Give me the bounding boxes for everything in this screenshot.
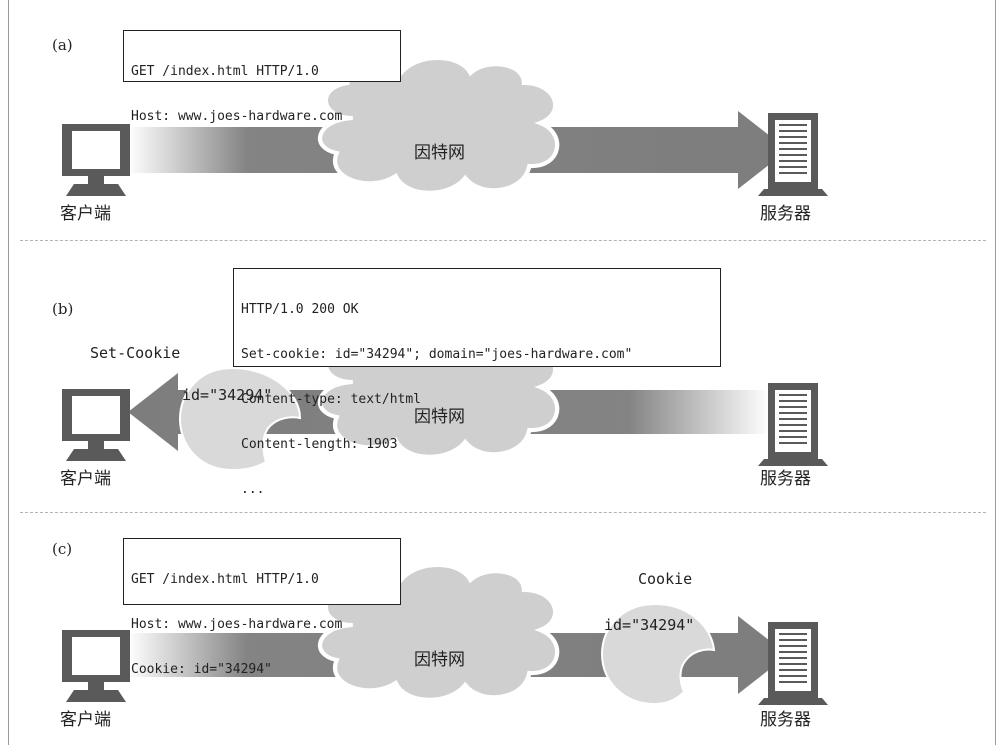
set-cookie-title: Set-Cookie [90,344,181,362]
server-icon [758,383,828,466]
network-label: 因特网 [414,143,465,163]
figure-frame [8,0,996,745]
client-label: 客户端 [60,469,111,489]
http-line: GET /index.html HTTP/1.0 [131,64,319,79]
client-label: 客户端 [60,710,111,730]
cookie-shape [178,366,302,472]
panel-b-graphics [62,0,828,472]
client-label: 客户端 [60,204,111,224]
cookie-title: Cookie [638,570,693,588]
cookie-value: id="34294" [604,616,695,634]
server-label: 服务器 [760,710,811,730]
http-response-box: HTTP/1.0 200 OK Set-cookie: id="34294"; … [233,268,721,497]
http-line: HTTP/1.0 200 OK [241,302,359,317]
client-computer-icon [62,389,130,461]
panel-label: (b) [52,300,74,318]
panel-label: (c) [52,540,73,558]
panel-label: (a) [52,36,73,54]
http-line: Host: www.joes-hardware.com [131,617,343,632]
http-request-box: GET /index.html HTTP/1.0 Host: www.joes-… [123,538,401,677]
panel-a-graphics [62,0,828,196]
http-line: Content-type: text/html [241,392,422,407]
http-line: Set-cookie: id="34294"; domain="joes-har… [241,347,633,362]
client-computer-icon [62,124,130,196]
server-label: 服务器 [760,469,811,489]
client-computer-icon [62,630,130,702]
http-line: Cookie: id="34294" [131,662,272,677]
http-line: Content-length: 1903 [241,437,398,452]
http-request-box: GET /index.html HTTP/1.0 Host: www.joes-… [123,30,401,124]
network-label: 因特网 [414,407,465,427]
cookie-shape [600,602,716,706]
server-icon [758,113,828,196]
server-icon [758,622,828,705]
http-line: ... [241,482,265,497]
server-label: 服务器 [760,204,811,224]
panel-divider [20,512,986,513]
http-line: Host: www.joes-hardware.com [131,109,343,124]
network-label: 因特网 [414,650,465,670]
cookie-value: id="34294" [182,386,273,404]
http-line: GET /index.html HTTP/1.0 [131,572,319,587]
panel-divider [20,240,986,241]
